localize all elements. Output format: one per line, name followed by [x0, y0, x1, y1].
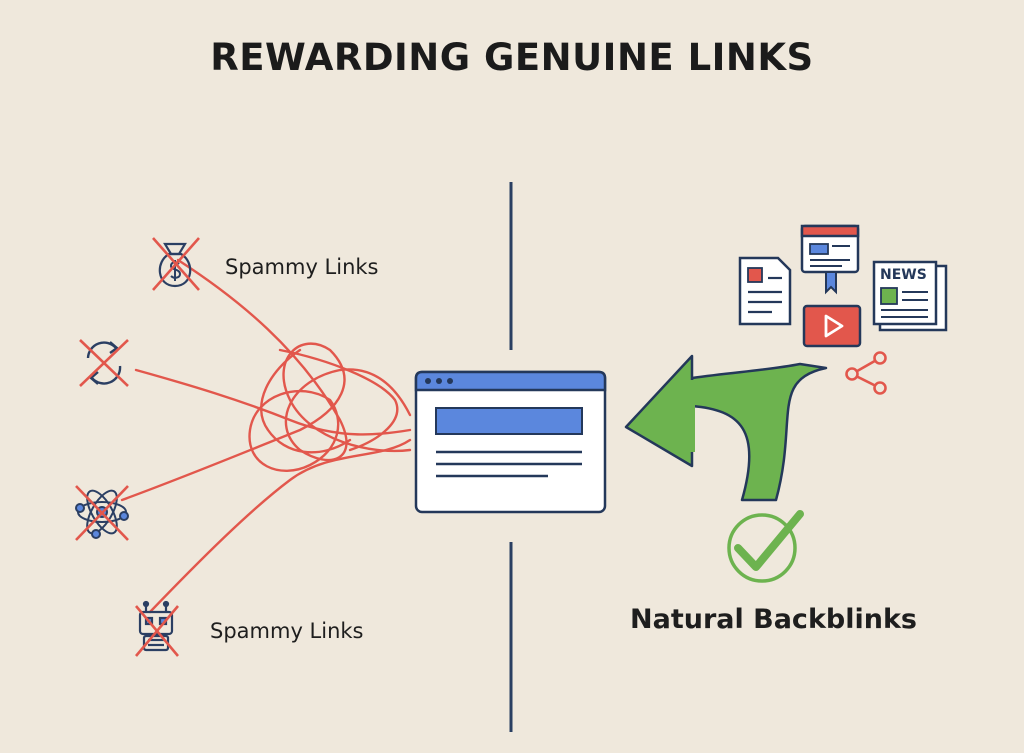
- news-icon: NEWS: [872, 260, 948, 332]
- natural-link-arrow: [624, 354, 828, 502]
- money-bag-icon: [152, 237, 200, 291]
- check-circle-icon: [727, 510, 804, 583]
- news-icon-label: NEWS: [880, 267, 927, 283]
- spam-lines: [120, 258, 412, 614]
- recycle-arrows-icon: [79, 339, 129, 387]
- document-icon: [738, 256, 792, 326]
- robot-icon: [135, 600, 179, 657]
- target-webpage: [414, 370, 607, 514]
- page-title: REWARDING GENUINE LINKS: [210, 36, 814, 79]
- network-nodes-icon: [75, 485, 129, 541]
- spam-line-4: [148, 438, 412, 614]
- video-play-icon: [802, 304, 862, 348]
- spam-line-3: [120, 342, 412, 502]
- spammy-links-label-bottom: Spammy Links: [210, 619, 364, 643]
- spam-line-7: [259, 348, 352, 454]
- spam-line-2: [134, 368, 412, 436]
- webpage-icon: [800, 224, 860, 295]
- spammy-links-label-top: Spammy Links: [225, 255, 379, 279]
- share-icon: [845, 351, 887, 395]
- spam-line-6: [278, 348, 399, 452]
- natural-backlinks-label: Natural Backblinks: [630, 604, 917, 635]
- spam-line-1: [176, 258, 412, 462]
- spam-line-5: [248, 389, 340, 472]
